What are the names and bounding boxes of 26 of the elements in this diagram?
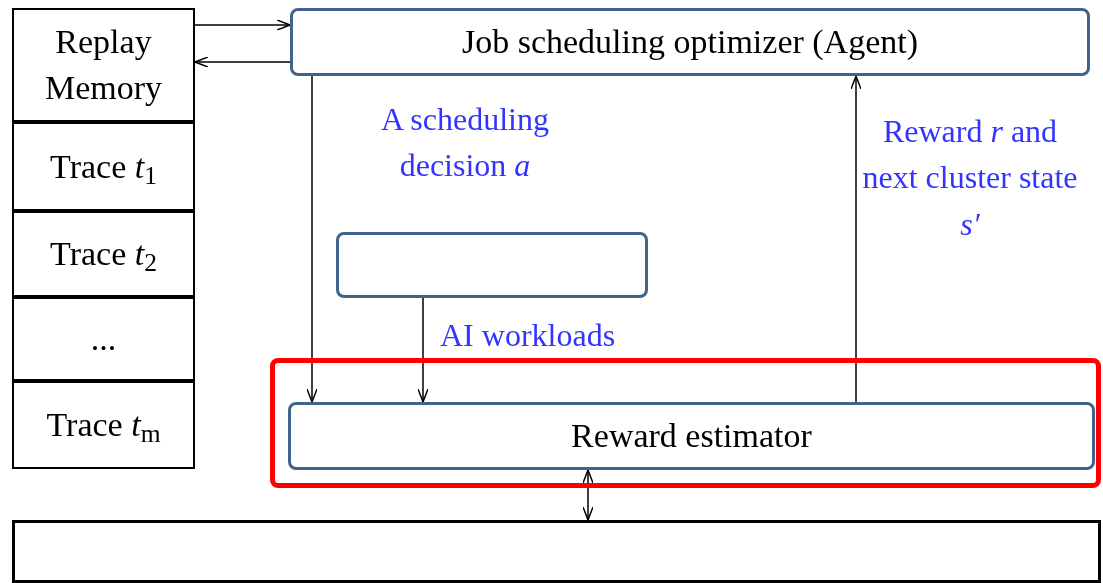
process-box bbox=[288, 402, 1095, 470]
empty-box bbox=[336, 232, 648, 298]
node-label: Trace t$_{m}$ bbox=[45, 405, 162, 448]
table-cell bbox=[12, 8, 195, 122]
node-label: ... bbox=[89, 319, 118, 360]
edge-label: AI workloads bbox=[440, 316, 617, 355]
table-cell bbox=[12, 381, 195, 469]
node-label: Trace t$_{1}$ bbox=[49, 146, 158, 190]
arrow bbox=[850, 75, 862, 403]
node-label: Replay Memory bbox=[43, 22, 164, 108]
edge-label: A scheduling decision a bbox=[380, 100, 550, 186]
platform-bar bbox=[12, 520, 1101, 583]
arrow bbox=[306, 75, 318, 403]
edge-label: Reward r and next cluster state s′ bbox=[861, 112, 1079, 244]
arrow bbox=[194, 19, 291, 31]
table-cell bbox=[12, 122, 195, 211]
arrow bbox=[417, 297, 429, 403]
process-box bbox=[290, 8, 1090, 76]
node-label: Reward estimator bbox=[570, 416, 813, 457]
arrow bbox=[582, 469, 594, 521]
arrow bbox=[194, 56, 291, 68]
highlight-frame bbox=[270, 358, 1101, 488]
table-cell bbox=[12, 211, 195, 297]
node-label: Trace t$_{2}$ bbox=[49, 234, 158, 277]
table-cell bbox=[12, 297, 195, 381]
node-label: Job scheduling optimizer (Agent) bbox=[460, 22, 920, 63]
